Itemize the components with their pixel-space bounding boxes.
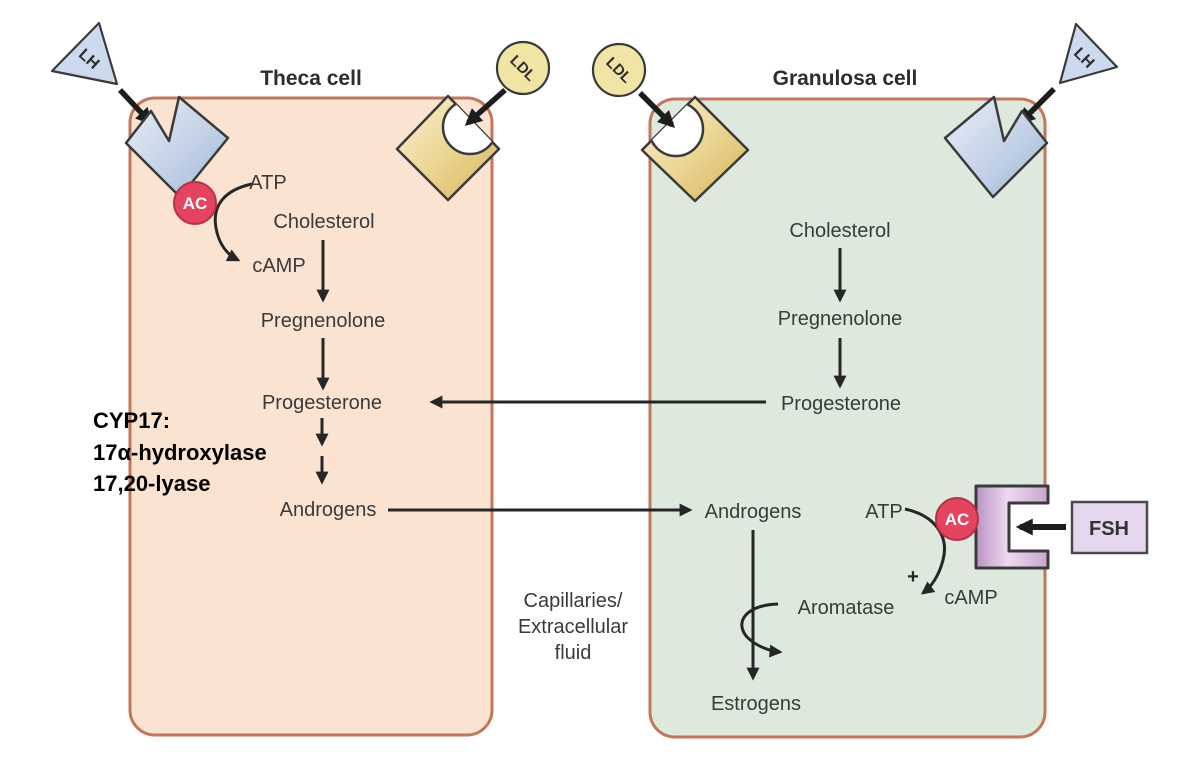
arrow-ldl-to-theca-receptor	[464, 87, 507, 126]
lh-triangle-right	[1058, 22, 1119, 85]
granulosa-cell-body	[648, 97, 1047, 739]
granulosa-androgens-label: Androgens	[705, 501, 802, 523]
granulosa-cholesterol-label: Cholesterol	[789, 220, 890, 242]
theca-atp-label: ATP	[249, 172, 286, 194]
granulosa-aromatase-label: Aromatase	[798, 597, 895, 619]
fsh-label: FSH	[1089, 518, 1129, 540]
ldl-particle-left	[495, 40, 551, 96]
ldl-particle-right	[591, 42, 647, 98]
granulosa-camp-label: cAMP	[944, 587, 997, 609]
lh-receptor-granulosa	[943, 95, 1049, 199]
theca-camp-label: cAMP	[252, 255, 305, 277]
capillaries-label-line2: Extracellular	[518, 616, 628, 638]
arrow-ldl-to-granulosa-receptor	[638, 91, 676, 129]
theca-pregnenolone-label: Pregnenolone	[261, 310, 386, 332]
theca-androgens-label: Androgens	[280, 499, 377, 521]
capillaries-label-line3: fluid	[555, 642, 592, 664]
granulosa-progesterone-label: Progesterone	[781, 393, 901, 415]
granulosa-atp-label: ATP	[865, 501, 902, 523]
granulosa-estrogens-label: Estrogens	[711, 693, 801, 715]
arrow-atp-to-camp-theca	[213, 182, 253, 262]
theca-cell-body	[128, 96, 494, 737]
lh-triangle-left	[50, 21, 119, 86]
cyp17-note-line1: CYP17:	[93, 408, 170, 433]
camp-stimulation-plus: +	[907, 566, 919, 588]
capillaries-label-line1: Capillaries/	[524, 590, 623, 612]
granulosa-cell-title: Granulosa cell	[773, 67, 918, 90]
ldl-receptor-theca	[395, 94, 501, 202]
cyp17-note-line3: 17,20-lyase	[93, 471, 210, 496]
fsh-receptor-granulosa	[974, 484, 1050, 570]
theca-cell-title: Theca cell	[260, 67, 362, 90]
theca-cholesterol-label: Cholesterol	[273, 211, 374, 233]
granulosa-pregnenolone-label: Pregnenolone	[778, 308, 903, 330]
adenylyl-cyclase-badge-granulosa	[935, 497, 979, 541]
arrow-atp-to-camp-granulosa	[904, 507, 946, 595]
ac-label-theca: AC	[183, 194, 208, 213]
fsh-box	[1070, 500, 1149, 555]
theca-progesterone-label: Progesterone	[262, 392, 382, 414]
arrow-aromatase-catalysis	[740, 602, 783, 658]
cyp17-note-line2: 17α-hydroxylase	[93, 440, 267, 465]
adenylyl-cyclase-badge-theca	[173, 181, 217, 225]
ac-label-granulosa: AC	[945, 510, 970, 529]
